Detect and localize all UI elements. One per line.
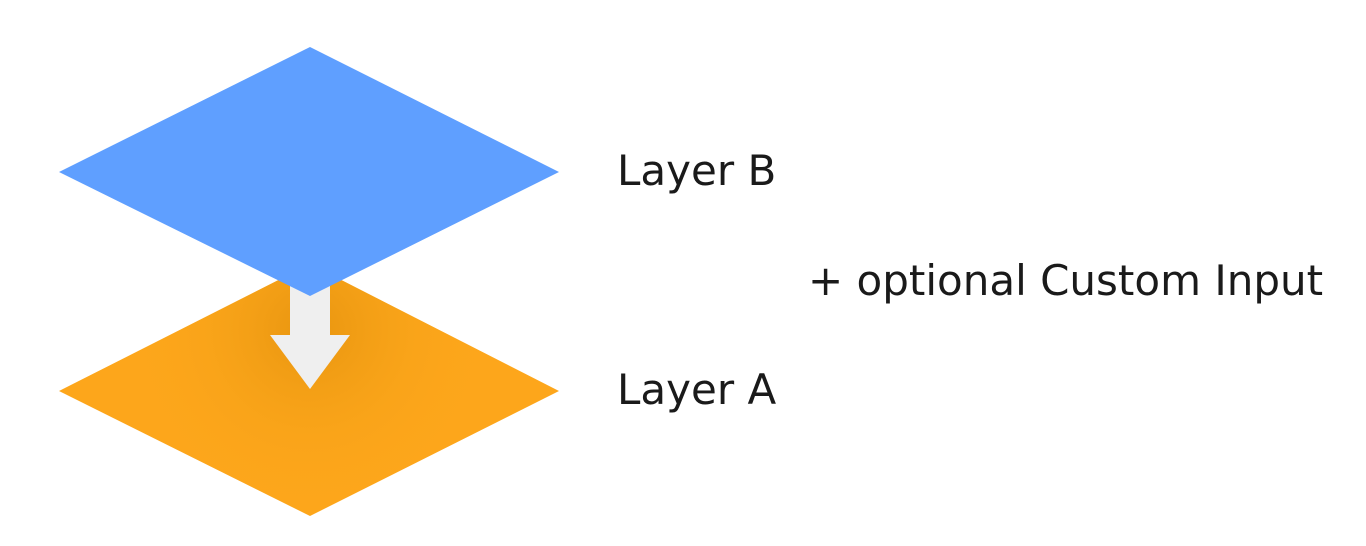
custom-input-annotation: + optional Custom Input bbox=[808, 256, 1324, 305]
layer-a-label: Layer A bbox=[617, 365, 777, 414]
layer-b-plane bbox=[59, 47, 559, 296]
layer-a-shadow bbox=[59, 264, 559, 516]
layer-b-label: Layer B bbox=[617, 146, 777, 195]
